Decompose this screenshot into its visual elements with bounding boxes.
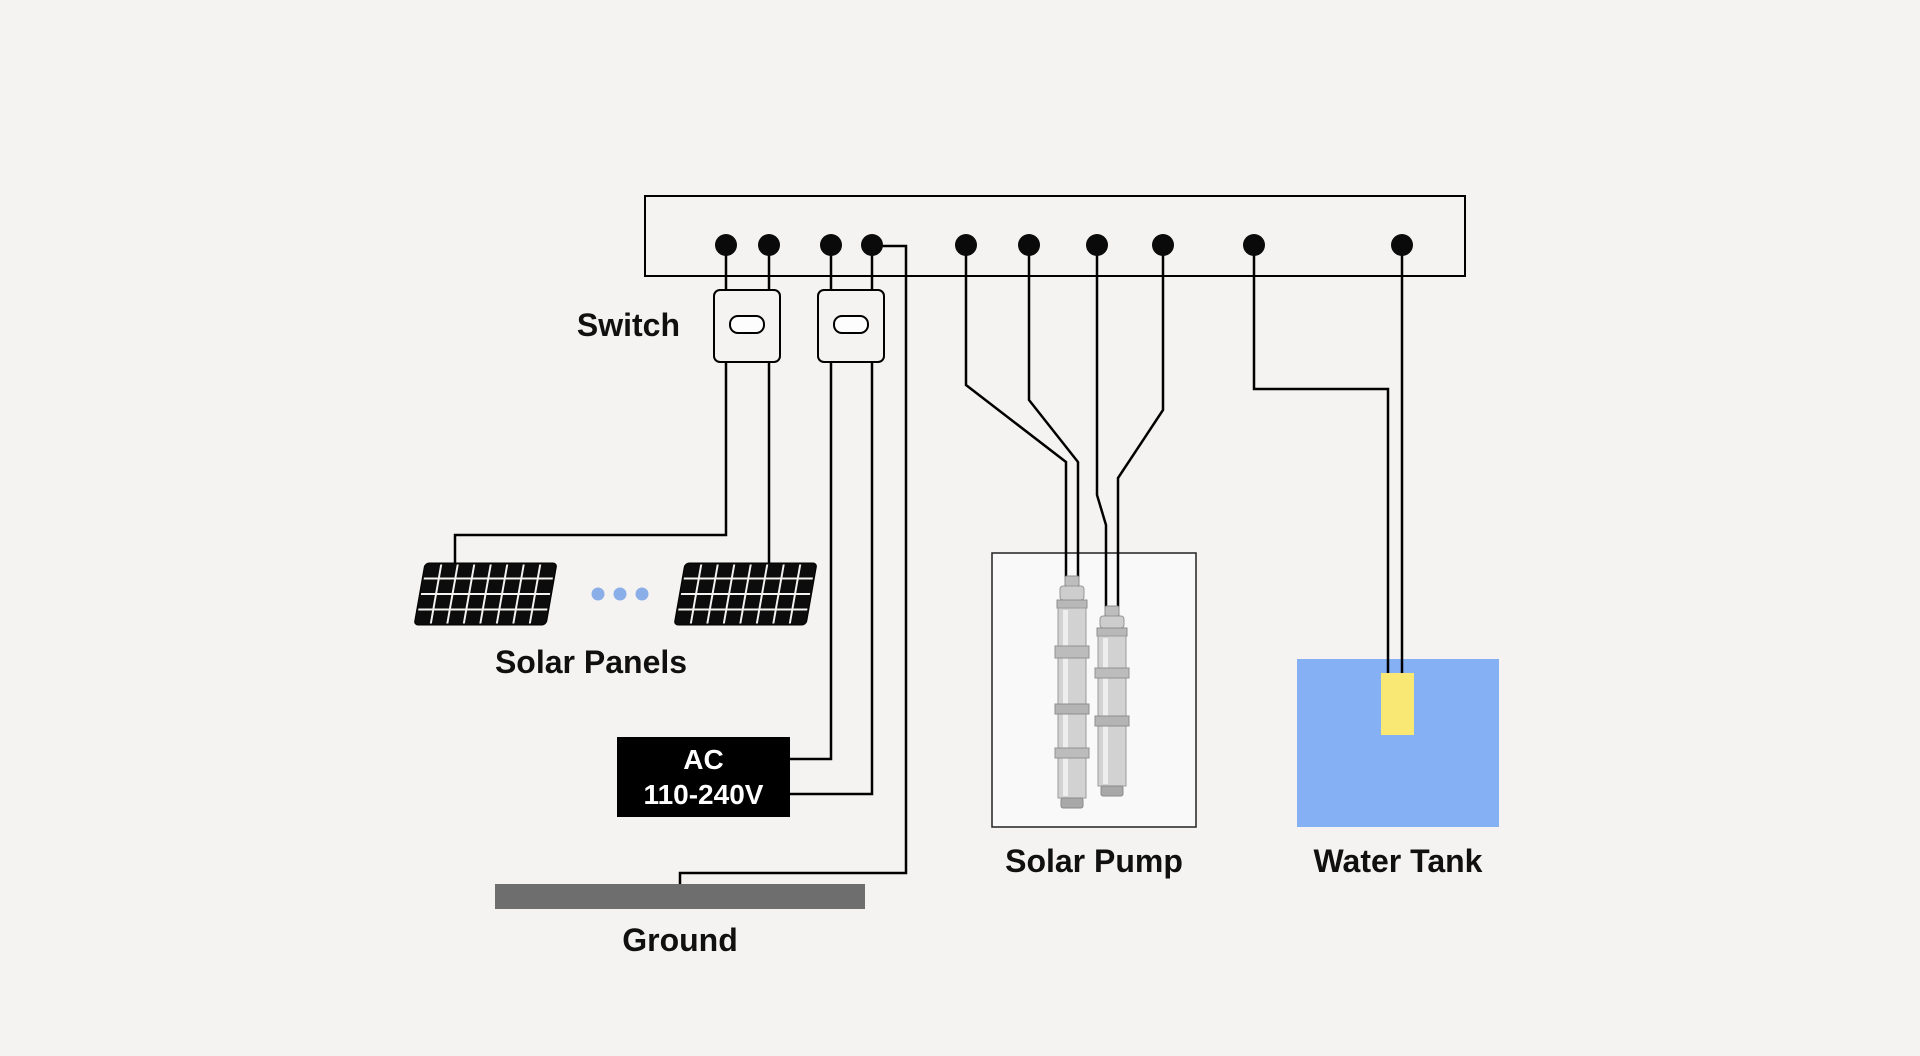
wire-pump-4 <box>1116 245 1165 616</box>
wire-pump-2 <box>1027 245 1080 586</box>
ellipsis-dot-2 <box>613 587 627 601</box>
pump-left-band-3 <box>1054 747 1090 759</box>
pump-right-gland <box>1104 605 1120 617</box>
bus-terminals <box>715 234 1413 256</box>
switch-toggle-slot-2 <box>833 315 869 334</box>
water-tank-label: Water Tank <box>1313 843 1483 879</box>
terminal-dot-6 <box>1018 234 1040 256</box>
pump-left-cap <box>1059 585 1085 601</box>
pump-left-gland <box>1064 575 1080 587</box>
terminal-dot-2 <box>758 234 780 256</box>
pump-left-band-2 <box>1054 703 1090 715</box>
pump-right-highlight <box>1103 638 1108 784</box>
ac-label-line1: AC <box>683 744 724 775</box>
pump-left-body <box>1057 607 1087 799</box>
solar-panel-right <box>674 562 817 626</box>
switch-toggle-slot-1 <box>729 315 765 334</box>
terminal-bus-bar <box>644 195 1466 277</box>
ellipsis-dot-1 <box>591 587 605 601</box>
ground-bar <box>495 884 865 909</box>
terminal-dot-1 <box>715 234 737 256</box>
terminal-dot-7 <box>1086 234 1108 256</box>
wire-switch1-panel-left <box>453 361 728 563</box>
terminal-dot-3 <box>820 234 842 256</box>
pump-right <box>1094 605 1130 797</box>
switch-box-1 <box>713 289 781 363</box>
solar-panel-left <box>414 562 557 626</box>
pump-left-neck <box>1056 599 1088 609</box>
pump-right-band-1 <box>1094 667 1130 679</box>
ellipsis-dot-3 <box>635 587 649 601</box>
terminal-dot-10 <box>1391 234 1413 256</box>
terminal-dot-4 <box>861 234 883 256</box>
pump-left-highlight <box>1063 610 1068 796</box>
panel-ellipsis <box>591 587 649 601</box>
wire-ground <box>678 244 908 884</box>
pump-left-band-1 <box>1054 645 1090 659</box>
switch-label: Switch <box>576 307 680 343</box>
ac-power-box: AC 110-240V <box>617 737 790 817</box>
switch-box-2 <box>817 289 885 363</box>
wire-switch2-ac1 <box>790 361 833 761</box>
pump-left <box>1054 575 1090 809</box>
wire-tank-1 <box>1252 245 1390 673</box>
pump-right-body <box>1097 635 1127 787</box>
solar-pump-label: Solar Pump <box>1005 843 1183 879</box>
pump-right-band-2 <box>1094 715 1130 727</box>
terminal-dot-5 <box>955 234 977 256</box>
wire-pump-1 <box>964 245 1068 586</box>
wire-pump-3 <box>1095 245 1108 616</box>
pump-right-cap <box>1099 615 1125 629</box>
pump-left-base <box>1060 797 1084 809</box>
float-sensor <box>1381 673 1414 735</box>
wire-switch2-ac2 <box>790 361 874 796</box>
pump-right-neck <box>1096 627 1128 637</box>
pump-right-base <box>1100 785 1124 797</box>
terminal-dot-8 <box>1152 234 1174 256</box>
terminal-dot-9 <box>1243 234 1265 256</box>
ac-label-line2: 110-240V <box>643 779 764 810</box>
pump-enclosure <box>991 552 1197 828</box>
solar-panels-label: Solar Panels <box>494 644 688 680</box>
ground-label: Ground <box>622 922 738 958</box>
